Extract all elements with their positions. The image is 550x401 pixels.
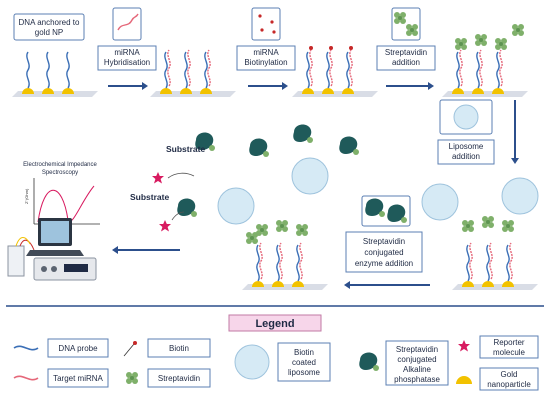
- step-strept-line1: Streptavidin: [385, 48, 427, 57]
- surface-5: [421, 177, 539, 290]
- step-enzyme-box: Streptavidin conjugated enzyme addition: [345, 195, 423, 273]
- legend-alkphos-line2: conjugated: [397, 355, 436, 364]
- step-enzyme-line2: conjugated: [364, 248, 403, 257]
- legend-dna-probe: DNA probe: [58, 344, 98, 353]
- legend-reporter-line1: Reporter: [493, 338, 524, 347]
- step-biotin-line2: Biotinylation: [244, 58, 287, 67]
- substrate-label-2: Substrate: [130, 192, 169, 202]
- eis-ylabel: Z''(Ohm): [24, 188, 29, 204]
- surface-2: [150, 49, 236, 97]
- potentiostat-setup-icon: [7, 218, 97, 281]
- legend-alkphos-line3: Alkaline: [403, 365, 432, 374]
- step-liposome-line2: addition: [452, 152, 480, 161]
- legend-alkphos-line1: Streptavidin: [396, 345, 438, 354]
- step-enzyme-line3: enzyme addition: [355, 259, 413, 268]
- liposome-icon: [234, 344, 270, 380]
- surface-3: [292, 46, 378, 97]
- enzyme-icon: [359, 352, 379, 371]
- eis-title-line1: Electrochemical Impedance: [23, 162, 97, 168]
- step-hybrid-box: miRNA Hybridisation: [97, 7, 157, 71]
- gold-np-icon: [456, 376, 472, 384]
- legend-streptavidin: Streptavidin: [158, 374, 200, 383]
- legend-gold-line1: Gold: [501, 370, 518, 379]
- legend-alkphos-line4: phosphatase: [394, 375, 440, 384]
- step-anchor-line2: gold NP: [35, 28, 63, 37]
- legend-liposome-line1: Biotin: [294, 348, 314, 357]
- reporter-icon-2: [159, 220, 171, 232]
- reporter-icon-1: [152, 172, 164, 184]
- step-hybrid-line1: miRNA: [114, 48, 140, 57]
- legend-title: Legend: [255, 318, 294, 330]
- step-biotin-box: miRNA Biotinylation: [236, 7, 296, 71]
- streptavidin-icon: [126, 372, 138, 384]
- eis-title-line2: Spectroscopy: [42, 170, 78, 176]
- legend-liposome-line2: coated: [292, 358, 316, 367]
- step-enzyme-line1: Streptavidin: [363, 237, 405, 246]
- step-biotin-line1: miRNA: [253, 48, 279, 57]
- legend-reporter-line2: molecule: [493, 348, 526, 357]
- legend-target-mirna: Target miRNA: [53, 374, 103, 383]
- surface-6: [177, 124, 359, 290]
- step-liposome-line1: Liposome: [449, 142, 484, 151]
- legend-title-box: Legend: [228, 314, 322, 332]
- legend-liposome-line3: liposome: [288, 368, 321, 377]
- step-strept-line2: addition: [392, 58, 420, 67]
- target-mirna-icon: [13, 375, 39, 381]
- step-strept-box: Streptavidin addition: [376, 7, 436, 71]
- legend-gold-line2: nanoparticle: [487, 380, 531, 389]
- biotin-icon: [123, 341, 137, 357]
- step-anchor-box: DNA anchored to gold NP: [13, 13, 85, 41]
- substrate-label-1: Substrate: [166, 144, 205, 154]
- step-hybrid-line2: Hybridisation: [104, 58, 150, 67]
- dna-probe-icon: [13, 345, 39, 351]
- legend-biotin: Biotin: [169, 344, 189, 353]
- surface-4: [442, 24, 528, 97]
- reporter-icon: [458, 340, 470, 352]
- step-liposome-box: Liposome addition: [437, 99, 495, 165]
- step-anchor-line1: DNA anchored to: [19, 18, 80, 27]
- surface-1: [12, 51, 98, 97]
